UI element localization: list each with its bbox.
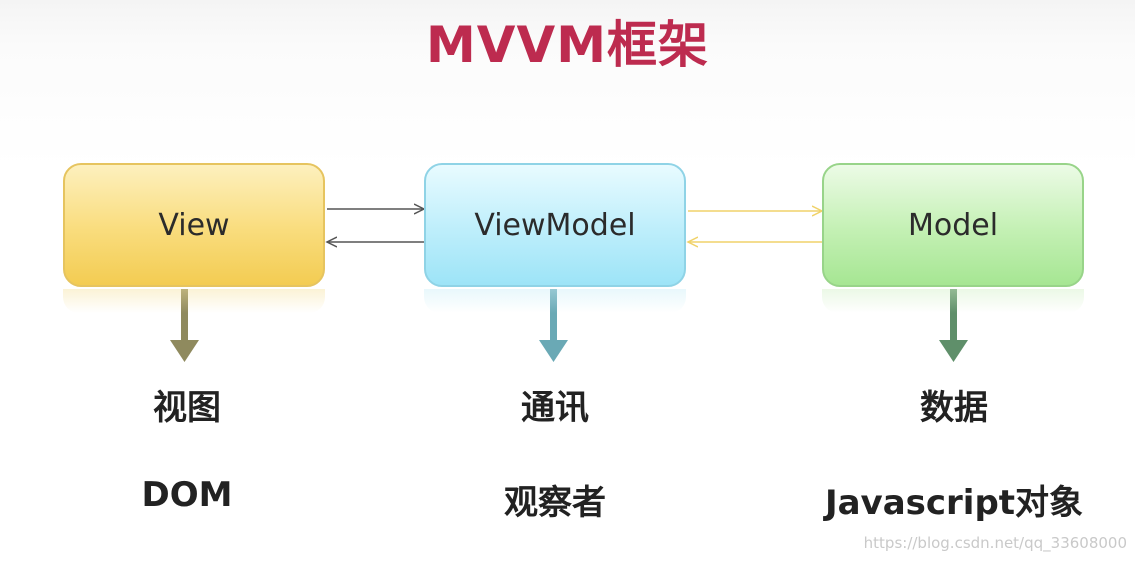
viewmodel-box-reflection (424, 289, 686, 313)
view-box-reflection (63, 289, 325, 313)
page-title: MVVM框架 (426, 16, 709, 74)
down-arrow-viewmodel (539, 289, 568, 362)
watermark-url: https://blog.csdn.net/qq_33608000 (863, 534, 1127, 552)
viewmodel-box-label: ViewModel (474, 207, 636, 243)
view-role-label: 视图 (153, 388, 221, 428)
view-box-label: View (158, 207, 230, 243)
viewmodel-box: ViewModel (424, 163, 686, 287)
viewmodel-detail-label: 观察者 (504, 483, 606, 523)
model-role-label: 数据 (920, 388, 988, 428)
model-box-reflection (822, 289, 1084, 313)
model-box-label: Model (907, 207, 999, 243)
view-box: View (63, 163, 325, 287)
down-arrow-view (170, 289, 199, 362)
model-detail-label: Javascript对象 (824, 483, 1084, 523)
view-detail-label: DOM (141, 475, 233, 515)
down-arrow-model (939, 289, 968, 362)
viewmodel-role-label: 通讯 (521, 388, 589, 428)
model-box: Model (822, 163, 1084, 287)
